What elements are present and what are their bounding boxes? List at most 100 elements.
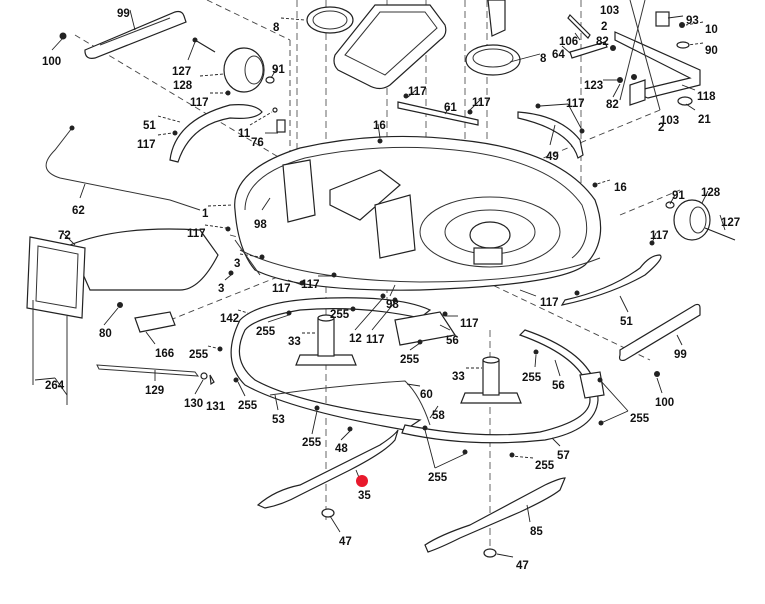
part-label-62[interactable]: 62 bbox=[72, 205, 85, 217]
part-label-127[interactable]: 127 bbox=[172, 66, 191, 78]
part-label-117[interactable]: 117 bbox=[187, 228, 206, 240]
part-label-49[interactable]: 49 bbox=[546, 151, 559, 163]
part-label-99[interactable]: 99 bbox=[674, 349, 687, 361]
part-label-131[interactable]: 131 bbox=[206, 401, 226, 413]
part-label-12[interactable]: 12 bbox=[349, 333, 362, 345]
part-label-82[interactable]: 82 bbox=[596, 36, 609, 48]
part-label-103[interactable]: 103 bbox=[660, 115, 679, 127]
part-label-117[interactable]: 117 bbox=[540, 297, 559, 309]
baffle-ring-57 bbox=[401, 329, 605, 444]
part-label-98[interactable]: 98 bbox=[386, 299, 399, 311]
part-label-93[interactable]: 93 bbox=[686, 15, 699, 27]
part-label-99[interactable]: 99 bbox=[117, 8, 130, 20]
rod-129 bbox=[96, 364, 215, 386]
part-label-53[interactable]: 53 bbox=[272, 414, 285, 426]
belt-keeper-8-right bbox=[465, 0, 521, 76]
part-label-103[interactable]: 103 bbox=[600, 5, 619, 17]
part-label-117[interactable]: 117 bbox=[190, 97, 209, 109]
deck-housing bbox=[234, 135, 602, 291]
blade-85 bbox=[424, 477, 566, 553]
part-label-98[interactable]: 98 bbox=[254, 219, 267, 231]
part-label-255[interactable]: 255 bbox=[630, 413, 650, 425]
part-label-117[interactable]: 117 bbox=[272, 283, 291, 295]
part-label-91[interactable]: 91 bbox=[672, 190, 685, 202]
part-label-118[interactable]: 118 bbox=[697, 91, 716, 103]
part-label-76[interactable]: 76 bbox=[251, 137, 264, 149]
part-label-255[interactable]: 255 bbox=[428, 472, 448, 484]
part-label-117[interactable]: 117 bbox=[472, 97, 491, 109]
gauge-wheel-left bbox=[192, 37, 275, 93]
part-label-2[interactable]: 2 bbox=[658, 122, 664, 134]
part-label-117[interactable]: 117 bbox=[366, 334, 385, 346]
part-label-47[interactable]: 47 bbox=[339, 536, 352, 548]
part-label-255[interactable]: 255 bbox=[238, 400, 258, 412]
spindle-33-right bbox=[460, 356, 522, 404]
blade-35 bbox=[256, 429, 399, 509]
part-label-117[interactable]: 117 bbox=[460, 318, 479, 330]
part-label-80[interactable]: 80 bbox=[99, 328, 112, 340]
part-label-106[interactable]: 106 bbox=[559, 36, 578, 48]
part-label-117[interactable]: 117 bbox=[566, 98, 585, 110]
part-label-47[interactable]: 47 bbox=[516, 560, 529, 572]
part-label-129[interactable]: 129 bbox=[145, 385, 164, 397]
part-label-35[interactable]: 35 bbox=[358, 490, 371, 502]
part-label-51[interactable]: 51 bbox=[620, 316, 633, 328]
part-label-142[interactable]: 142 bbox=[220, 313, 239, 325]
baffle-51-left bbox=[169, 90, 263, 163]
part-label-117[interactable]: 117 bbox=[137, 139, 156, 151]
part-label-11[interactable]: 11 bbox=[238, 128, 251, 140]
part-label-56[interactable]: 56 bbox=[552, 380, 565, 392]
part-label-90[interactable]: 90 bbox=[705, 45, 718, 57]
part-label-255[interactable]: 255 bbox=[330, 309, 350, 321]
part-label-2[interactable]: 2 bbox=[601, 21, 607, 33]
part-label-8[interactable]: 8 bbox=[273, 22, 280, 34]
part-label-82[interactable]: 82 bbox=[606, 99, 619, 111]
part-label-48[interactable]: 48 bbox=[335, 443, 348, 455]
part-label-117[interactable]: 117 bbox=[301, 279, 320, 291]
part-label-91[interactable]: 91 bbox=[272, 64, 285, 76]
highlight-marker[interactable] bbox=[356, 475, 368, 487]
part-label-255[interactable]: 255 bbox=[256, 326, 276, 338]
part-label-16[interactable]: 16 bbox=[614, 182, 627, 194]
part-label-3[interactable]: 3 bbox=[218, 283, 224, 295]
part-label-130[interactable]: 130 bbox=[184, 398, 203, 410]
part-label-255[interactable]: 255 bbox=[302, 437, 322, 449]
part-label-255[interactable]: 255 bbox=[189, 349, 209, 361]
blade-nuts-47 bbox=[321, 508, 497, 558]
part-label-117[interactable]: 117 bbox=[650, 230, 669, 242]
part-label-85[interactable]: 85 bbox=[530, 526, 543, 538]
part-label-33[interactable]: 33 bbox=[288, 336, 301, 348]
part-label-57[interactable]: 57 bbox=[557, 450, 570, 462]
part-label-58[interactable]: 58 bbox=[432, 410, 445, 422]
part-label-255[interactable]: 255 bbox=[522, 372, 542, 384]
part-label-127[interactable]: 127 bbox=[721, 217, 740, 229]
part-label-61[interactable]: 61 bbox=[444, 102, 457, 114]
part-label-128[interactable]: 128 bbox=[173, 80, 193, 92]
part-label-72[interactable]: 72 bbox=[58, 230, 71, 242]
part-label-56[interactable]: 56 bbox=[446, 335, 459, 347]
belt-keeper-8-left bbox=[306, 6, 354, 34]
part-label-21[interactable]: 21 bbox=[698, 114, 711, 126]
part-label-33[interactable]: 33 bbox=[452, 371, 465, 383]
part-label-8[interactable]: 8 bbox=[540, 53, 547, 65]
part-label-123[interactable]: 123 bbox=[584, 80, 603, 92]
part-label-100[interactable]: 100 bbox=[655, 397, 674, 409]
part-label-117[interactable]: 117 bbox=[408, 86, 427, 98]
part-label-166[interactable]: 166 bbox=[155, 348, 174, 360]
lift-bracket-assembly bbox=[567, 0, 701, 111]
part-label-128[interactable]: 128 bbox=[701, 187, 721, 199]
part-label-51[interactable]: 51 bbox=[143, 120, 156, 132]
gauge-wheel-right bbox=[665, 199, 736, 241]
part-label-255[interactable]: 255 bbox=[400, 354, 420, 366]
part-label-3[interactable]: 3 bbox=[234, 258, 240, 270]
part-label-60[interactable]: 60 bbox=[420, 389, 433, 401]
part-label-64[interactable]: 64 bbox=[552, 49, 565, 61]
part-label-10[interactable]: 10 bbox=[705, 24, 718, 36]
belt-cover bbox=[333, 4, 447, 90]
part-label-1[interactable]: 1 bbox=[202, 208, 209, 220]
part-label-16[interactable]: 16 bbox=[373, 120, 386, 132]
part-label-100[interactable]: 100 bbox=[42, 56, 61, 68]
part-label-255[interactable]: 255 bbox=[535, 460, 555, 472]
part-label-264[interactable]: 264 bbox=[45, 380, 65, 392]
